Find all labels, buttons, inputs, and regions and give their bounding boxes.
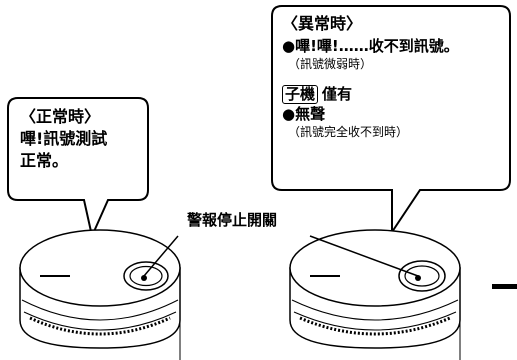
alarm-stop-button-right[interactable] — [415, 275, 421, 281]
normal-speech-bubble — [7, 97, 149, 240]
switch-pointer-right — [309, 235, 419, 277]
edge-arrow-fragment — [492, 284, 517, 289]
abnormal-case2-main: ●無聲 — [282, 105, 326, 123]
left-alarm-detector — [19, 229, 181, 360]
abnormal-heading: 〈異常時〉 — [282, 14, 363, 33]
normal-line-1: 嗶!訊號測試 — [20, 129, 108, 148]
abnormal-badge-row: 子機僅有 — [282, 84, 459, 104]
normal-bubble-text: 〈正常時〉 嗶!訊號測試 正常。 — [20, 106, 107, 172]
abnormal-case2-note: （訊號完全收不到時） — [288, 125, 409, 139]
alarm-stop-button-left[interactable] — [141, 275, 147, 281]
alarm-stop-switch-label: 警報停止開關 — [187, 211, 278, 229]
right-alarm-detector — [289, 229, 461, 360]
abnormal-case1-note: （訊號微弱時） — [288, 57, 373, 71]
handset-badge: 子機 — [282, 85, 319, 104]
normal-heading: 〈正常時〉 — [20, 107, 101, 126]
abnormal-case1-main: ●嗶!嗶!……收不到訊號。 — [282, 37, 459, 55]
abnormal-speech-bubble — [271, 5, 511, 236]
normal-line-2: 正常。 — [20, 151, 69, 170]
switch-pointer-left — [143, 235, 179, 277]
handset-badge-suffix: 僅有 — [322, 85, 353, 103]
abnormal-bubble-text: 〈異常時〉 ●嗶!嗶!……收不到訊號。 （訊號微弱時） 子機僅有 ●無聲 （訊號… — [282, 12, 459, 140]
